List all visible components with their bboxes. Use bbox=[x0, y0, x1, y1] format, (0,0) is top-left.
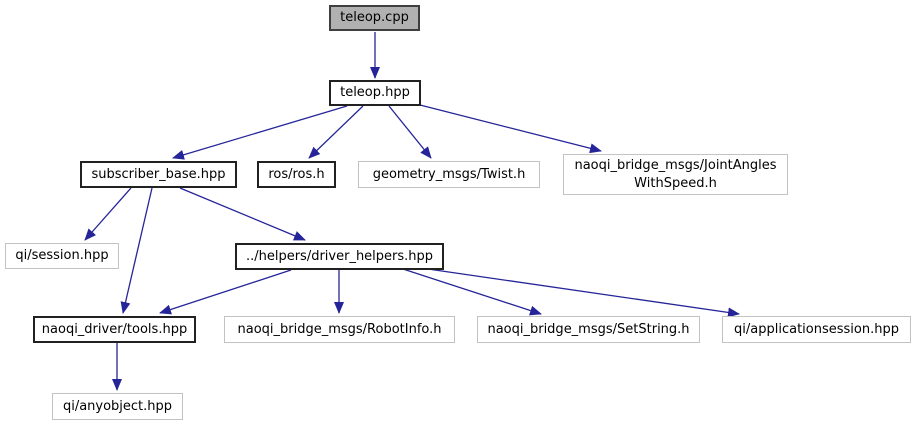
edge-subscriber-base-hpp-to-qi-session-hpp bbox=[84, 187, 132, 241]
edge-teleop-hpp-to-jointangleswithspeed-h bbox=[419, 104, 602, 154]
graph-node-teleop-hpp[interactable]: teleop.hpp bbox=[329, 80, 421, 106]
graph-node-jointangleswithspeed-h: naoqi_bridge_msgs/JointAngles WithSpeed.… bbox=[563, 154, 788, 195]
graph-node-ros-ros-h[interactable]: ros/ros.h bbox=[257, 161, 336, 188]
edge-driver-helpers-hpp-to-setstring-h bbox=[402, 268, 542, 316]
edge-subscriber-base-hpp-to-driver-helpers-hpp bbox=[179, 187, 306, 241]
graph-node-teleop-cpp: teleop.cpp bbox=[329, 5, 420, 31]
edge-teleop-hpp-to-subscriber-base-hpp bbox=[172, 105, 348, 160]
graph-node-geometry-msgs-twist-h: geometry_msgs/Twist.h bbox=[358, 161, 540, 188]
edge-driver-helpers-hpp-to-naoqi-driver-tools-hpp bbox=[159, 269, 292, 315]
graph-node-qi-anyobject-hpp: qi/anyobject.hpp bbox=[52, 393, 183, 420]
edge-driver-helpers-hpp-to-qi-applicationsession-hpp bbox=[427, 268, 740, 318]
graph-node-qi-session-hpp: qi/session.hpp bbox=[5, 243, 119, 269]
edge-group bbox=[84, 32, 740, 391]
graph-node-naoqi-driver-tools-hpp[interactable]: naoqi_driver/tools.hpp bbox=[33, 316, 196, 343]
graph-node-subscriber-base-hpp[interactable]: subscriber_base.hpp bbox=[80, 161, 237, 188]
edge-teleop-hpp-to-ros-ros-h bbox=[308, 105, 364, 159]
graph-node-robotinfo-h: naoqi_bridge_msgs/RobotInfo.h bbox=[224, 316, 455, 343]
graph-node-driver-helpers-hpp[interactable]: ../helpers/driver_helpers.hpp bbox=[235, 243, 444, 270]
edge-teleop-hpp-to-geometry-msgs-twist-h bbox=[388, 105, 432, 159]
graph-node-qi-applicationsession-hpp: qi/applicationsession.hpp bbox=[722, 316, 911, 343]
graph-node-setstring-h: naoqi_bridge_msgs/SetString.h bbox=[477, 316, 700, 343]
edge-subscriber-base-hpp-to-naoqi-driver-tools-hpp bbox=[120, 187, 153, 314]
